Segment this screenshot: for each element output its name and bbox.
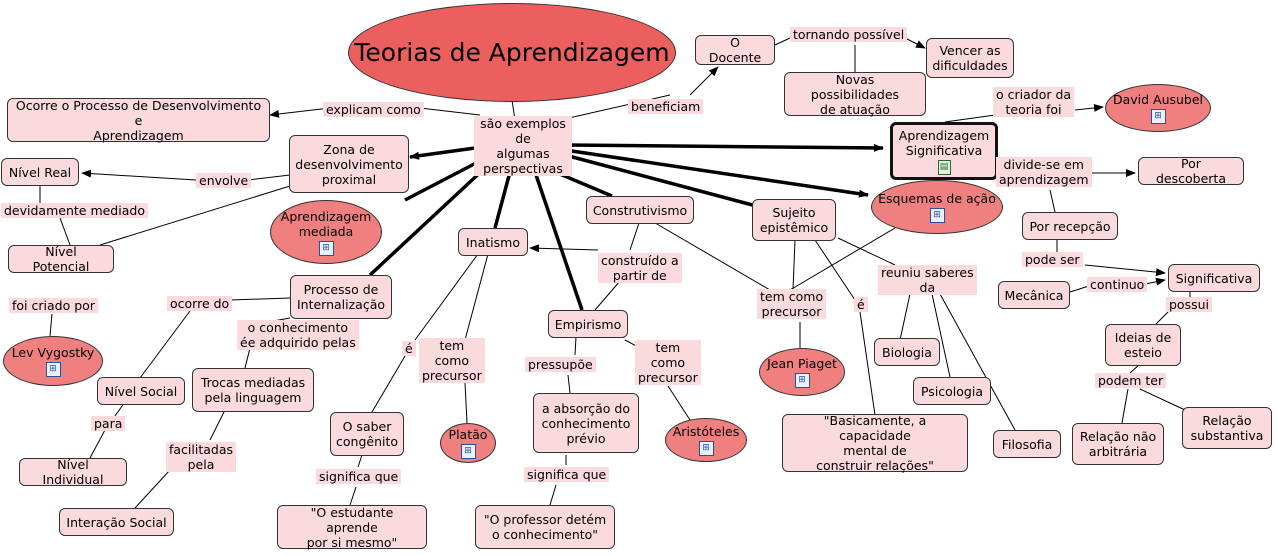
- node-docente[interactable]: O Docente: [695, 35, 775, 65]
- node-saber-congenito[interactable]: O saber congênito: [330, 412, 404, 456]
- link-tem-como-precursor-aristoteles: tem como precursor: [635, 340, 701, 385]
- node-psicologia[interactable]: Psicologia: [913, 377, 991, 405]
- aprendizagem-mediada-label: Aprendizagem mediada: [280, 208, 372, 239]
- film-icon[interactable]: ▤: [937, 159, 951, 175]
- node-vencer-dificuldades[interactable]: Vencer as dificuldades: [926, 38, 1014, 78]
- node-ocorre-processo[interactable]: Ocorre o Processo de Desenvolvimento e A…: [7, 98, 270, 143]
- node-novas-possibilidades[interactable]: Novas possibilidades de atuação: [784, 72, 926, 117]
- link-tornando-possivel: tornando possível: [790, 27, 908, 42]
- link-facilitadas-pela: facilitadas pela: [166, 442, 237, 472]
- link-ocorre-do: ocorre do: [167, 296, 233, 311]
- link-envolve: envolve: [196, 173, 252, 188]
- aprendizagem-significativa-label: Aprendizagem Significativa: [898, 127, 990, 158]
- jean-piaget-label: Jean Piaget: [767, 356, 837, 371]
- node-aristoteles[interactable]: Aristóteles ⊞: [665, 418, 747, 462]
- node-platao[interactable]: Platão ⊞: [440, 423, 496, 463]
- link-continuo: continuo: [1087, 277, 1148, 292]
- link-pressupoe: pressupõe: [525, 357, 596, 372]
- node-construtivismo[interactable]: Construtivismo: [586, 196, 694, 224]
- sub-map-icon[interactable]: ⊞: [929, 208, 945, 223]
- node-biologia[interactable]: Biologia: [874, 338, 940, 366]
- node-trocas-mediadas[interactable]: Trocas mediadas pela linguagem: [192, 368, 314, 412]
- link-devidamente-mediado: devidamente mediado: [1, 203, 148, 218]
- link-para: para: [91, 416, 126, 431]
- link-tem-como-precursor-piaget: tem como precursor: [757, 289, 827, 319]
- node-inatismo[interactable]: Inatismo: [458, 228, 528, 256]
- link-criador-teoria: o criador da teoria foi: [993, 87, 1075, 117]
- david-ausubel-label: David Ausubel: [1112, 92, 1204, 107]
- link-podem-ter: podem ter: [1095, 373, 1167, 388]
- node-por-recepcao[interactable]: Por recepção: [1022, 212, 1118, 240]
- link-conhecimento-adquirido: o conhecimento ée adquirido pelas: [237, 320, 359, 350]
- link-explicam-como: explicam como: [323, 102, 424, 117]
- node-absorcao-conhecimento[interactable]: a absorção do conhecimento prévio: [533, 393, 639, 453]
- lev-vygostky-label: Lev Vygostky: [11, 345, 95, 360]
- node-nivel-potencial[interactable]: Nível Potencial: [8, 244, 114, 274]
- node-aprendizagem-mediada[interactable]: Aprendizagem mediada ⊞: [270, 200, 382, 264]
- link-e-inatismo: é: [402, 341, 416, 356]
- link-significa-que-2: significa que: [524, 467, 610, 482]
- sub-map-icon[interactable]: ⊞: [318, 240, 334, 256]
- main-title-node[interactable]: Teorias de Aprendizagem: [348, 3, 676, 102]
- center-link-label: são exemplos de algumas perspectivas: [474, 116, 572, 176]
- node-mecanica[interactable]: Mecânica: [998, 281, 1070, 309]
- node-empirismo[interactable]: Empirismo: [548, 310, 628, 338]
- node-david-ausubel[interactable]: David Ausubel ⊞: [1105, 84, 1211, 132]
- node-filosofia[interactable]: Filosofia: [993, 430, 1061, 458]
- node-significativa[interactable]: Significativa: [1168, 264, 1260, 292]
- aristoteles-label: Aristóteles: [672, 424, 740, 439]
- node-lev-vygostky[interactable]: Lev Vygostky ⊞: [3, 336, 103, 386]
- node-basicamente[interactable]: "Basicamente, a capacidade mental de con…: [782, 413, 968, 473]
- link-beneficiam: beneficiam: [628, 99, 704, 114]
- node-processo-internalizacao[interactable]: Processo de Internalização: [290, 275, 392, 319]
- node-nivel-individual[interactable]: Nível Individual: [19, 457, 127, 487]
- node-professor-detem[interactable]: "O professor detém o conhecimento": [475, 505, 615, 549]
- node-ideias-esteio[interactable]: Ideias de esteio: [1105, 324, 1181, 366]
- node-estudante-aprende[interactable]: "O estudante aprende por si mesmo": [277, 505, 427, 550]
- link-foi-criado-por: foi criado por: [9, 298, 98, 313]
- node-sujeito-epistemico[interactable]: Sujeito epistêmico: [752, 199, 836, 241]
- sub-map-icon[interactable]: ⊞: [794, 373, 810, 388]
- node-aprendizagem-significativa[interactable]: Aprendizagem Significativa ▤: [890, 122, 998, 180]
- node-nivel-real[interactable]: Nível Real: [1, 158, 79, 186]
- link-divide-se: divide-se em aprendizagem: [996, 157, 1092, 187]
- node-por-descoberta[interactable]: Por descoberta: [1138, 156, 1244, 186]
- node-jean-piaget[interactable]: Jean Piaget ⊞: [759, 348, 845, 396]
- node-relacao-substantiva[interactable]: Relação substantiva: [1182, 407, 1272, 449]
- sub-map-icon[interactable]: ⊞: [45, 362, 61, 377]
- node-esquemas-acao[interactable]: Esquemas de ação ⊞: [871, 180, 1003, 234]
- platao-label: Platão: [448, 427, 488, 442]
- sub-map-icon[interactable]: ⊞: [1150, 109, 1166, 124]
- link-possui: possui: [1166, 297, 1213, 312]
- link-significa-que-1: significa que: [316, 469, 402, 484]
- node-interacao-social[interactable]: Interação Social: [59, 508, 174, 536]
- sub-map-icon[interactable]: ⊞: [460, 444, 476, 459]
- node-relacao-nao-arbitraria[interactable]: Relação não arbitrária: [1072, 423, 1164, 465]
- link-construido-a-partir: construído a partir de: [598, 253, 682, 283]
- link-pode-ser: pode ser: [1022, 252, 1083, 267]
- sub-map-icon[interactable]: ⊞: [698, 441, 714, 456]
- node-nivel-social[interactable]: Nível Social: [97, 377, 185, 405]
- esquemas-acao-label: Esquemas de ação: [878, 191, 996, 206]
- node-zona-desenvolvimento[interactable]: Zona de desenvolvimento proximal: [289, 135, 409, 193]
- link-reuniu-saberes: reuniu saberes da: [878, 265, 977, 295]
- link-tem-como-precursor-platao: tem como precursor: [419, 338, 485, 383]
- link-e-sujeito: é: [854, 297, 868, 312]
